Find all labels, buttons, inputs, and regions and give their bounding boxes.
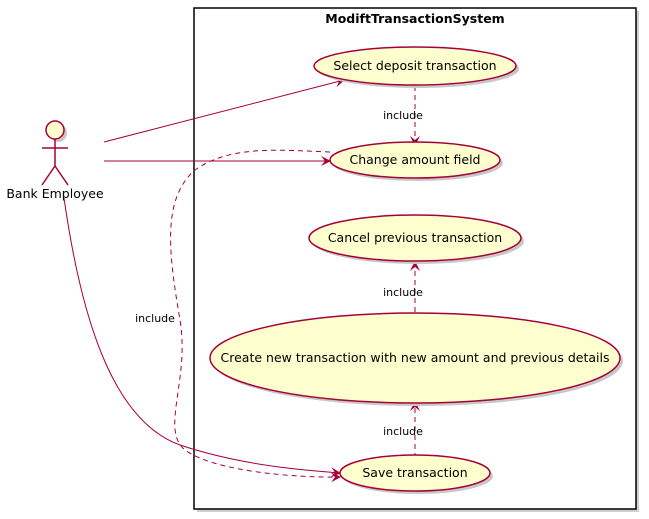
use-case-label: Change amount field — [349, 152, 480, 167]
actor-bank-employee[interactable]: Bank Employee — [6, 120, 104, 201]
use-case-label: Create new transaction with new amount a… — [221, 350, 610, 365]
association-save — [63, 197, 341, 478]
association-select-deposit — [103, 77, 345, 143]
include-label-change-save: include — [135, 312, 175, 325]
use-case-label: Cancel previous transaction — [328, 230, 502, 245]
actor-label: Bank Employee — [6, 186, 104, 201]
system-title: ModiftTransactionSystem — [325, 11, 504, 26]
use-case-save[interactable]: Save transaction — [339, 454, 493, 494]
use-case-label: Select deposit transaction — [333, 58, 496, 73]
include-label-save-create: include — [383, 425, 423, 438]
use-case-label: Save transaction — [362, 465, 467, 480]
include-label-select-change: include — [383, 109, 423, 122]
use-case-change-amount[interactable]: Change amount field — [329, 141, 503, 181]
use-case-select-deposit[interactable]: Select deposit transaction — [313, 46, 519, 88]
use-case-create-new[interactable]: Create new transaction with new amount a… — [209, 312, 623, 406]
actor-head — [45, 120, 65, 140]
include-label-create-cancel: include — [383, 286, 423, 299]
use-case-cancel-previous[interactable]: Cancel previous transaction — [308, 214, 524, 264]
